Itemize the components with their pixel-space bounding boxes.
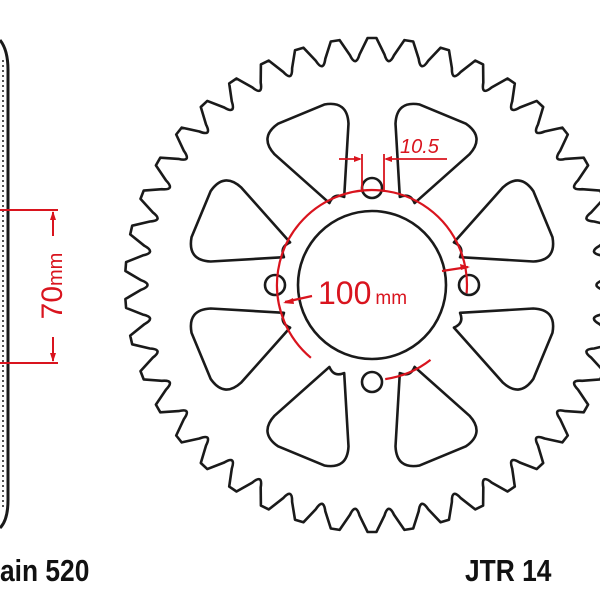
bolt-hole — [360, 370, 384, 394]
bolt-hole — [360, 176, 384, 200]
cutout — [266, 102, 350, 205]
chain-size-label: ain 520 — [0, 553, 90, 588]
sprocket-outline — [124, 36, 600, 534]
bolt-hole — [457, 273, 481, 297]
hub-width-dimension: 70mm — [36, 253, 69, 320]
bolt-hole — [263, 273, 287, 297]
pcd-dimension — [275, 188, 469, 381]
cutout — [452, 307, 555, 391]
cutout — [189, 179, 292, 263]
hole-gap-label: 10.5 — [400, 136, 440, 158]
cutout — [452, 179, 555, 263]
bolt-holes — [263, 176, 481, 394]
model-label: JTR 14 — [465, 553, 552, 588]
cutouts — [189, 102, 555, 468]
side-profile — [0, 39, 58, 530]
cutout — [394, 365, 478, 468]
center-bore — [296, 209, 448, 361]
cutout — [189, 307, 292, 391]
cutout — [266, 365, 350, 468]
